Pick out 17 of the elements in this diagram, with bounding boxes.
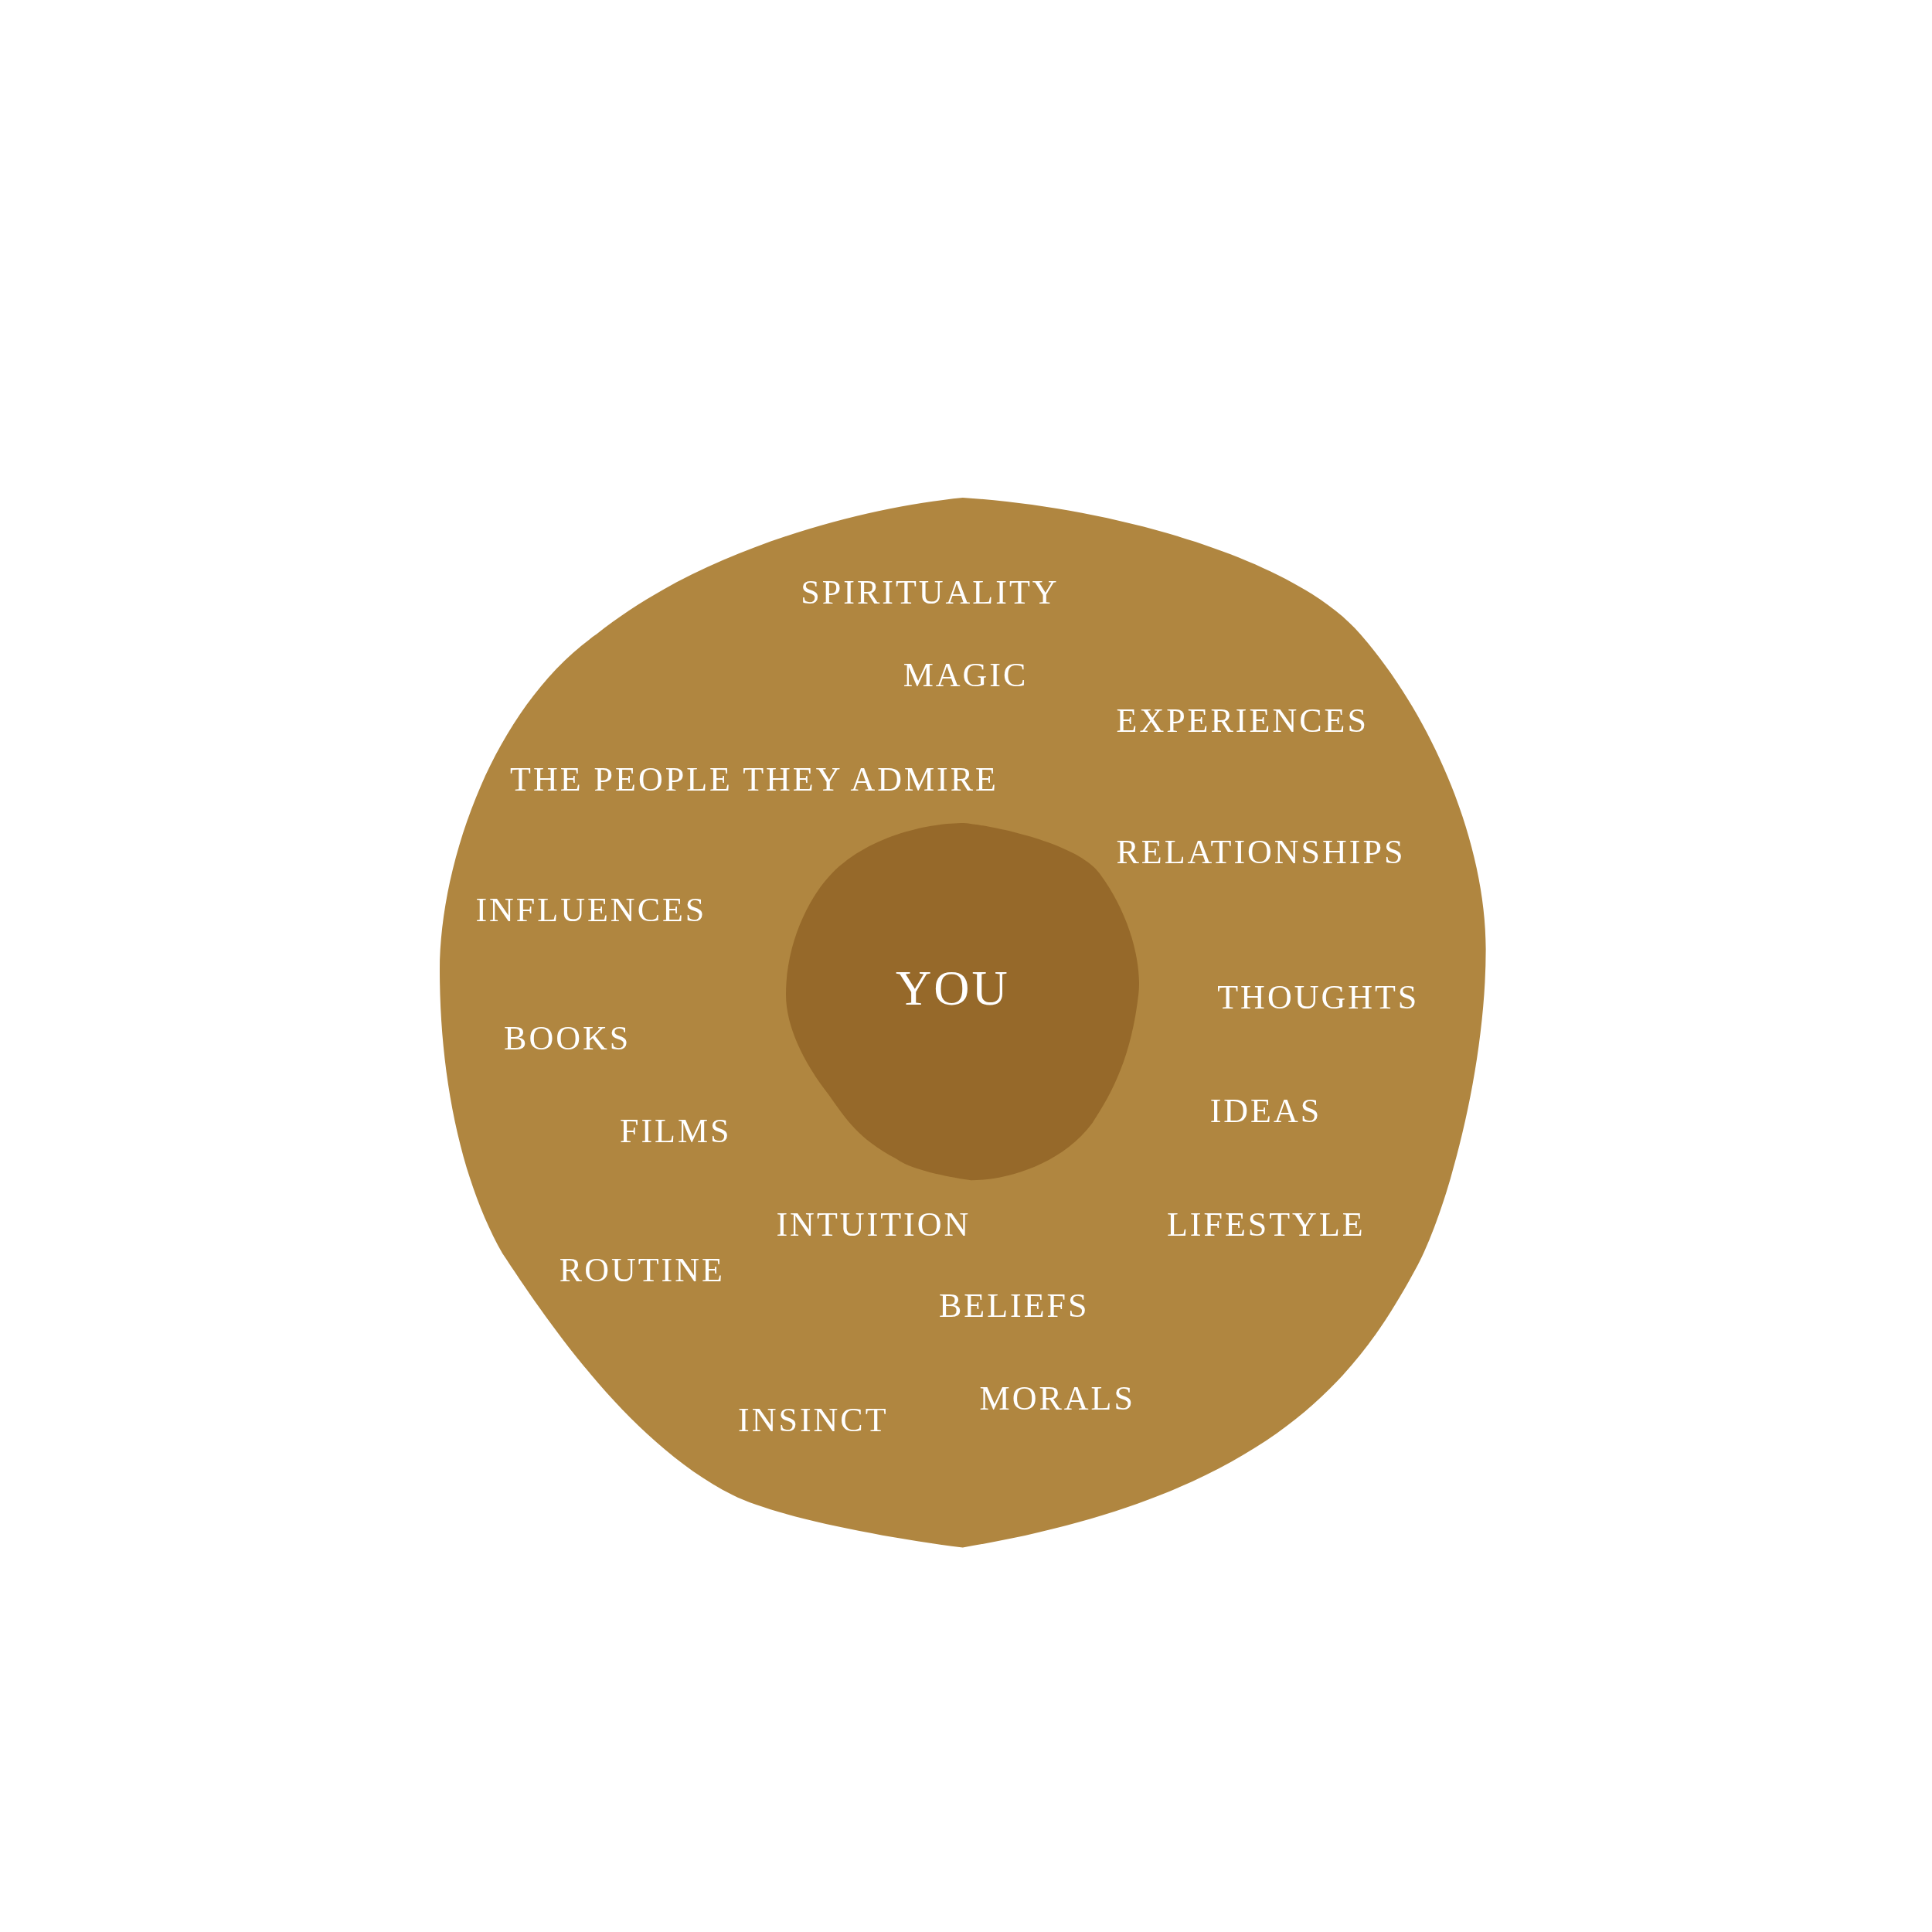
word-label: SPIRITUALITY [801, 575, 1060, 610]
word-label: IDEAS [1209, 1094, 1322, 1129]
word-label: YOU [896, 963, 1010, 1013]
word-label: ROUTINE [559, 1253, 725, 1287]
word-label: INTUITION [776, 1207, 971, 1242]
word-label: BOOKS [504, 1022, 631, 1056]
word-label: BELIEFS [938, 1289, 1090, 1324]
word-label: MAGIC [903, 658, 1029, 692]
word-label: THE PEOPLE THEY ADMIRE [510, 763, 998, 798]
word-label: INSINCT [738, 1403, 889, 1438]
word-label: RELATIONSHIPS [1116, 835, 1406, 870]
word-label: LIFESTYLE [1166, 1207, 1366, 1242]
word-label: EXPERIENCES [1116, 703, 1369, 738]
word-label: MORALS [979, 1381, 1135, 1416]
word-label: FILMS [619, 1114, 732, 1148]
word-label: INFLUENCES [475, 893, 707, 928]
word-label: THOUGHTS [1217, 981, 1420, 1015]
